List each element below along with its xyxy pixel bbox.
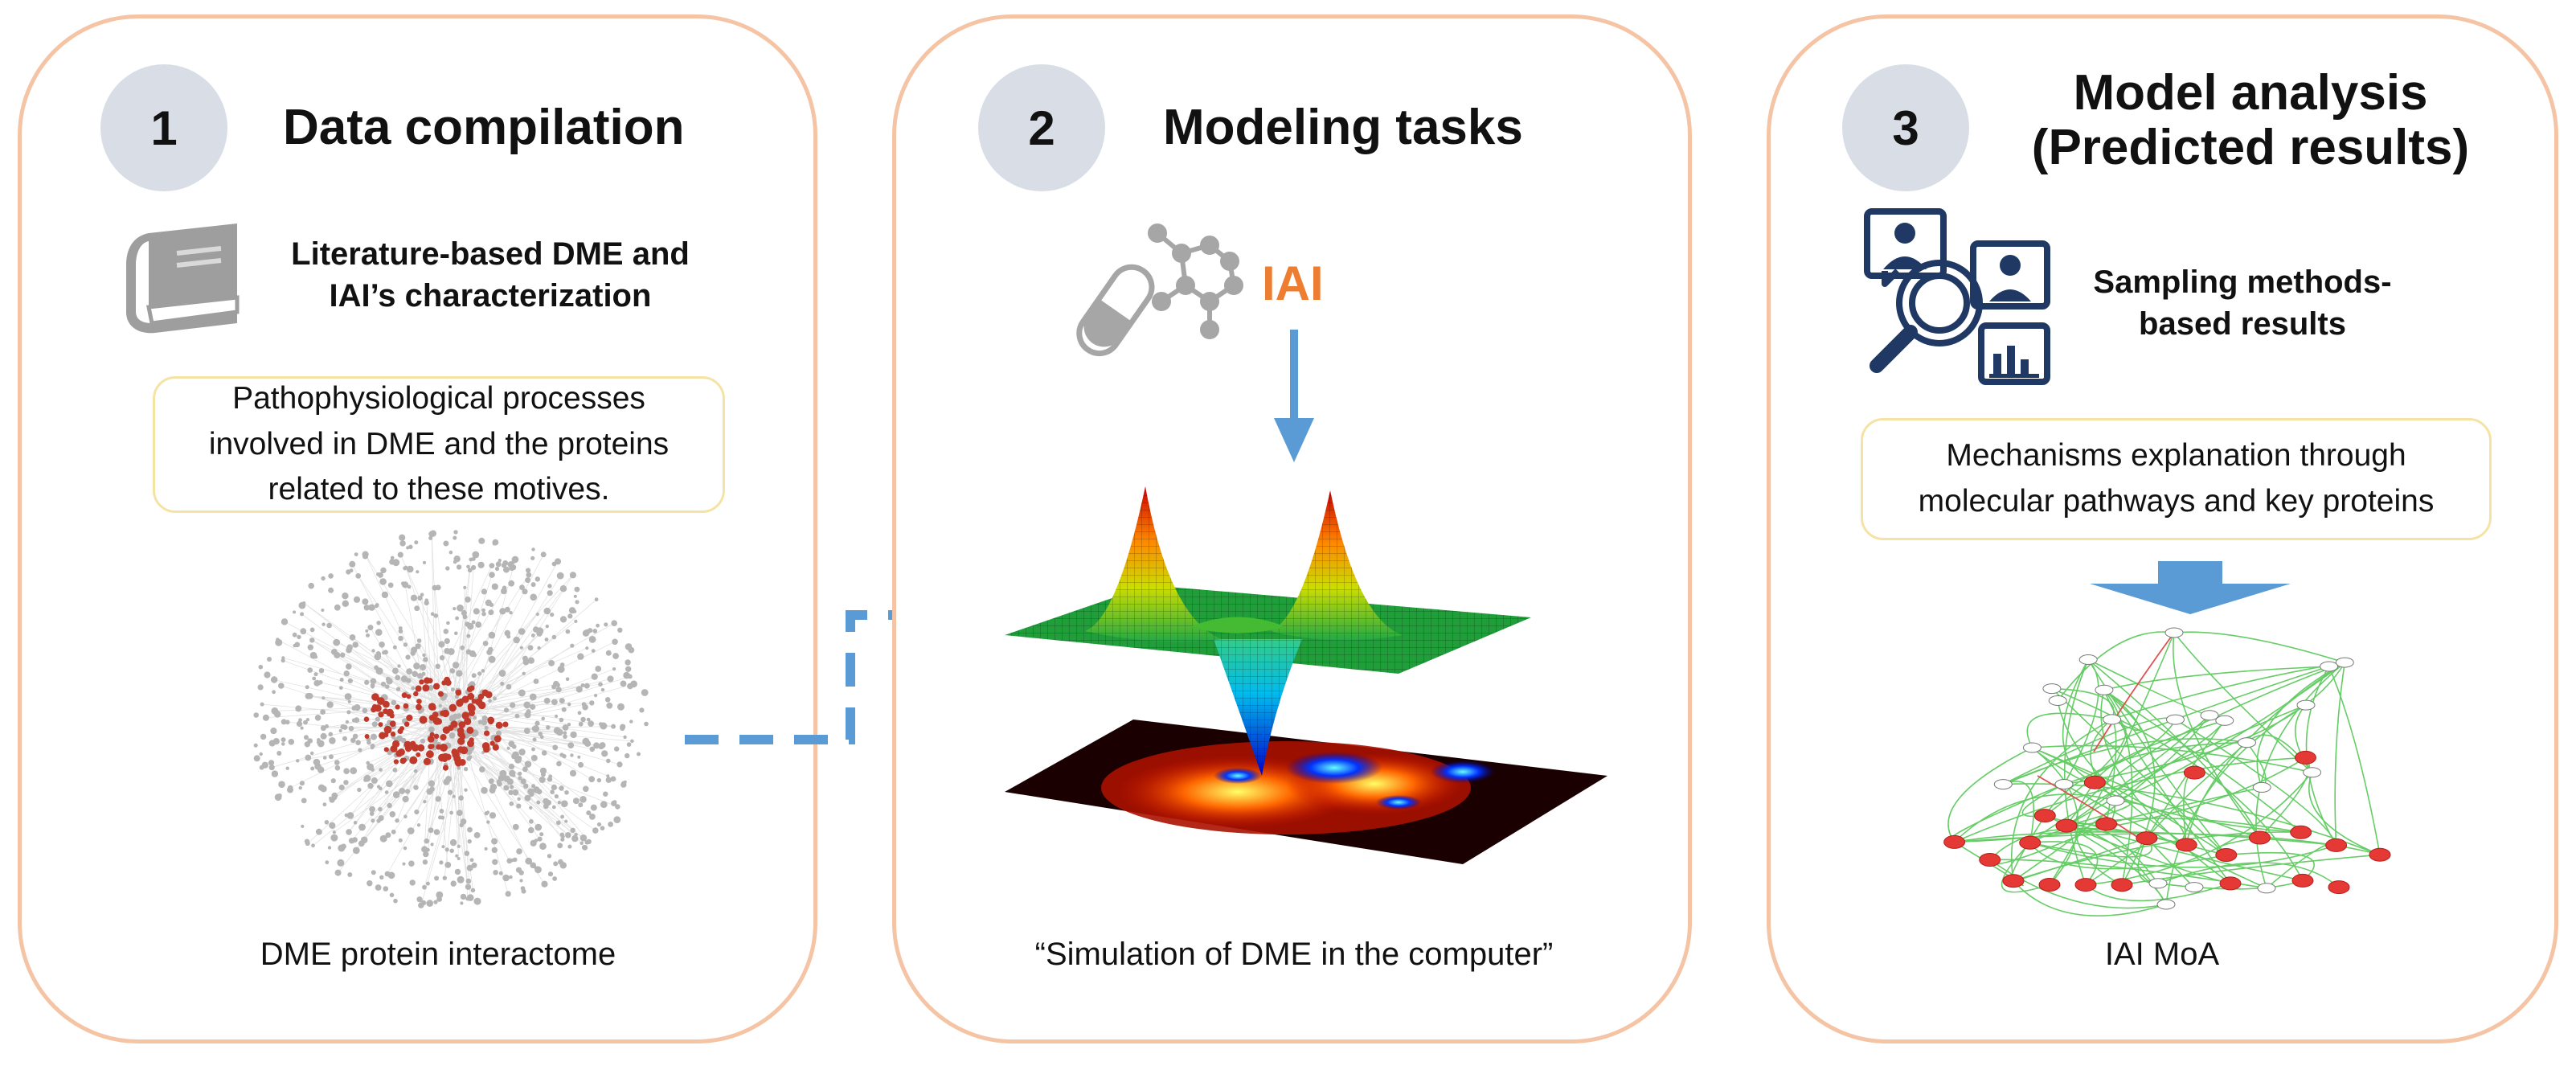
wide-down-arrow-icon xyxy=(2090,561,2291,614)
simulation-surface-plot xyxy=(1005,486,1607,864)
panel-3-title-line1: Model analysis xyxy=(2073,65,2428,121)
drug-label-iai: IAI xyxy=(1262,256,1324,310)
moa-network-graph xyxy=(1943,627,2391,916)
step-number-1: 1 xyxy=(100,64,227,191)
protein-interactome-network xyxy=(253,530,649,908)
pill-molecule-icon xyxy=(1076,223,1243,357)
panel-1-title: Data compilation xyxy=(283,100,685,155)
panel-1-callout-line2: involved in DME and the proteins xyxy=(208,426,670,461)
panel-3-callout: Mechanisms explanation through molecular… xyxy=(1861,418,2492,540)
panel-3-caption: IAI MoA xyxy=(2104,937,2220,972)
panel-2-caption: “Simulation of DME in the computer” xyxy=(1034,937,1554,972)
moa-nodes xyxy=(1943,627,2391,910)
panel-1-callout: Pathophysiological processes involved in… xyxy=(153,376,725,513)
down-arrow-icon xyxy=(1274,330,1314,462)
panel-1-subtitle: Literature-based DME and IAI’s character… xyxy=(265,233,715,317)
analysis-people-magnifier-icon xyxy=(1864,208,2050,385)
panel-1-callout-line1: Pathophysiological processes xyxy=(232,381,645,416)
panel-1-subtitle-line1: Literature-based DME and xyxy=(291,236,690,272)
panel-3-subtitle-line1: Sampling methods- xyxy=(2093,264,2392,300)
panel-2-title: Modeling tasks xyxy=(1163,100,1523,155)
panel-1-subtitle-line2: IAI’s characterization xyxy=(329,278,652,314)
panel-3-callout-line1: Mechanisms explanation through xyxy=(1946,438,2406,474)
panel-3-subtitle: Sampling methods- based results xyxy=(2050,261,2435,345)
panel-1-callout-line3: related to these motives. xyxy=(268,472,610,507)
panel-3-title-line2: (Predicted results) xyxy=(2031,120,2470,176)
panel-3-subtitle-line2: based results xyxy=(2139,306,2346,342)
step-number-2: 2 xyxy=(978,64,1105,191)
step-number-3: 3 xyxy=(1842,64,1969,191)
panel-3-title: Model analysis (Predicted results) xyxy=(2017,65,2484,176)
book-icon xyxy=(126,223,240,334)
network-red-nodes xyxy=(363,676,509,771)
panel-1-caption: DME protein interactome xyxy=(260,937,616,972)
panel-3-callout-line2: molecular pathways and key proteins xyxy=(1918,484,2435,519)
